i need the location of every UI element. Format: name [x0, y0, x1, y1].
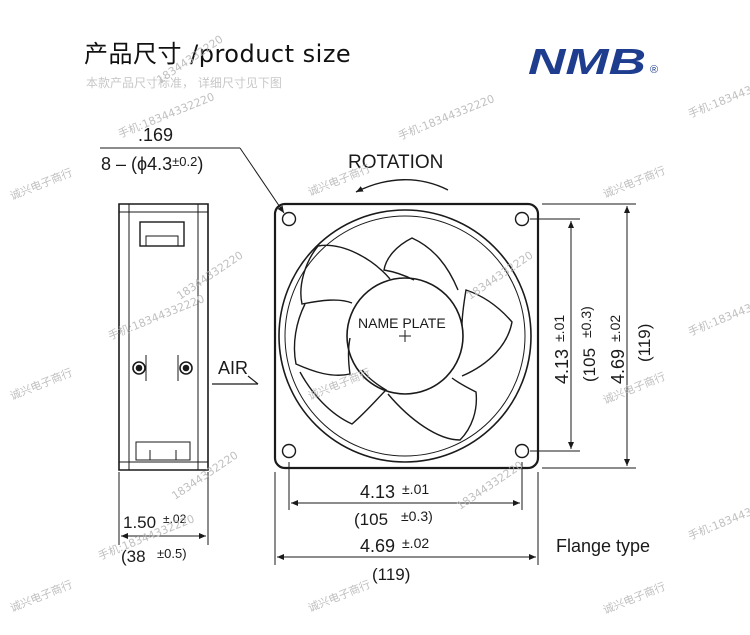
watermark-phone: 手机:18344332220 [686, 287, 750, 338]
watermark-phone: 手机:18344332220 [396, 91, 496, 142]
watermark-phone-diagonal: 18344332220 [174, 249, 245, 303]
depth-dimension [118, 472, 209, 545]
watermark-phone: 手机:18344332220 [686, 69, 750, 120]
rotation-label: ROTATION [348, 152, 443, 173]
watermark-shop: 诚兴电子商行 [306, 577, 372, 615]
flange-type-label: Flange type [556, 536, 650, 556]
nameplate-label: NAME PLATE [358, 315, 446, 331]
watermark-shop: 诚兴电子商行 [8, 165, 74, 203]
outer-width-in: 4.69 [360, 536, 395, 556]
depth-mm-value: (38 [121, 547, 146, 566]
hole-count: 8 – (ϕ4.3±0.2) [101, 154, 203, 174]
watermark-shop: 诚兴电子商行 [601, 163, 667, 201]
outer-height-in-tol: ±.02 [607, 315, 623, 342]
outer-height-in: 4.69 [608, 349, 628, 384]
watermark-phone-diagonal: 18344332220 [464, 249, 535, 303]
outer-width-mm: (119) [372, 565, 410, 584]
inner-height-in: 4.13 [552, 349, 572, 384]
inner-height-in-tol: ±.01 [551, 315, 567, 342]
air-arrow [212, 375, 259, 385]
nmb-logo: NMB ® [528, 41, 668, 86]
inner-width-mm: (105 [354, 510, 388, 529]
depth-in-tolerance: ±.02 [163, 512, 187, 526]
watermark-phone-diagonal: 18344332220 [169, 449, 240, 503]
outer-height-mm: (119) [635, 324, 654, 362]
center-mark [399, 330, 411, 342]
watermark-shop: 诚兴电子商行 [306, 365, 372, 403]
watermark-shop: 诚兴电子商行 [601, 579, 667, 617]
inner-height-mm-tol: ±0.3) [578, 306, 594, 338]
watermark-phone-diagonal: 18344332220 [454, 459, 525, 513]
outer-width-in-tol: ±.02 [402, 535, 429, 551]
side-view [118, 203, 209, 471]
watermark-phone: 手机:18344332220 [106, 291, 206, 342]
watermark-phone-diagonal: 18344332220 [154, 33, 225, 87]
depth-in-value: 1.50 [123, 513, 156, 532]
height-dimensions [530, 203, 636, 469]
inner-width-in: 4.13 [360, 482, 395, 502]
front-view [273, 179, 540, 470]
nmb-logo-text: NMB [528, 42, 646, 82]
air-label: AIR [218, 358, 248, 378]
hole-spacing-value: .169 [138, 125, 173, 145]
watermark-shop: 诚兴电子商行 [8, 365, 74, 403]
page-subtitle: 本款产品尺寸标准， 详细尺寸见下图 [86, 76, 282, 90]
watermark-shop: 诚兴电子商行 [8, 577, 74, 615]
hole-callout-leader [100, 147, 285, 214]
watermark-phone: 手机:18344332220 [686, 491, 750, 542]
width-dimensions [274, 462, 539, 565]
watermark-shop: 诚兴电子商行 [306, 161, 372, 199]
depth-mm-tolerance: ±0.5) [157, 546, 187, 561]
inner-width-in-tol: ±.01 [402, 481, 429, 497]
inner-height-mm: (105 [580, 348, 599, 382]
inner-width-mm-tol: ±0.3) [401, 508, 433, 524]
registered-mark: ® [650, 64, 658, 76]
page-title: 产品尺寸 /product size [84, 40, 352, 68]
